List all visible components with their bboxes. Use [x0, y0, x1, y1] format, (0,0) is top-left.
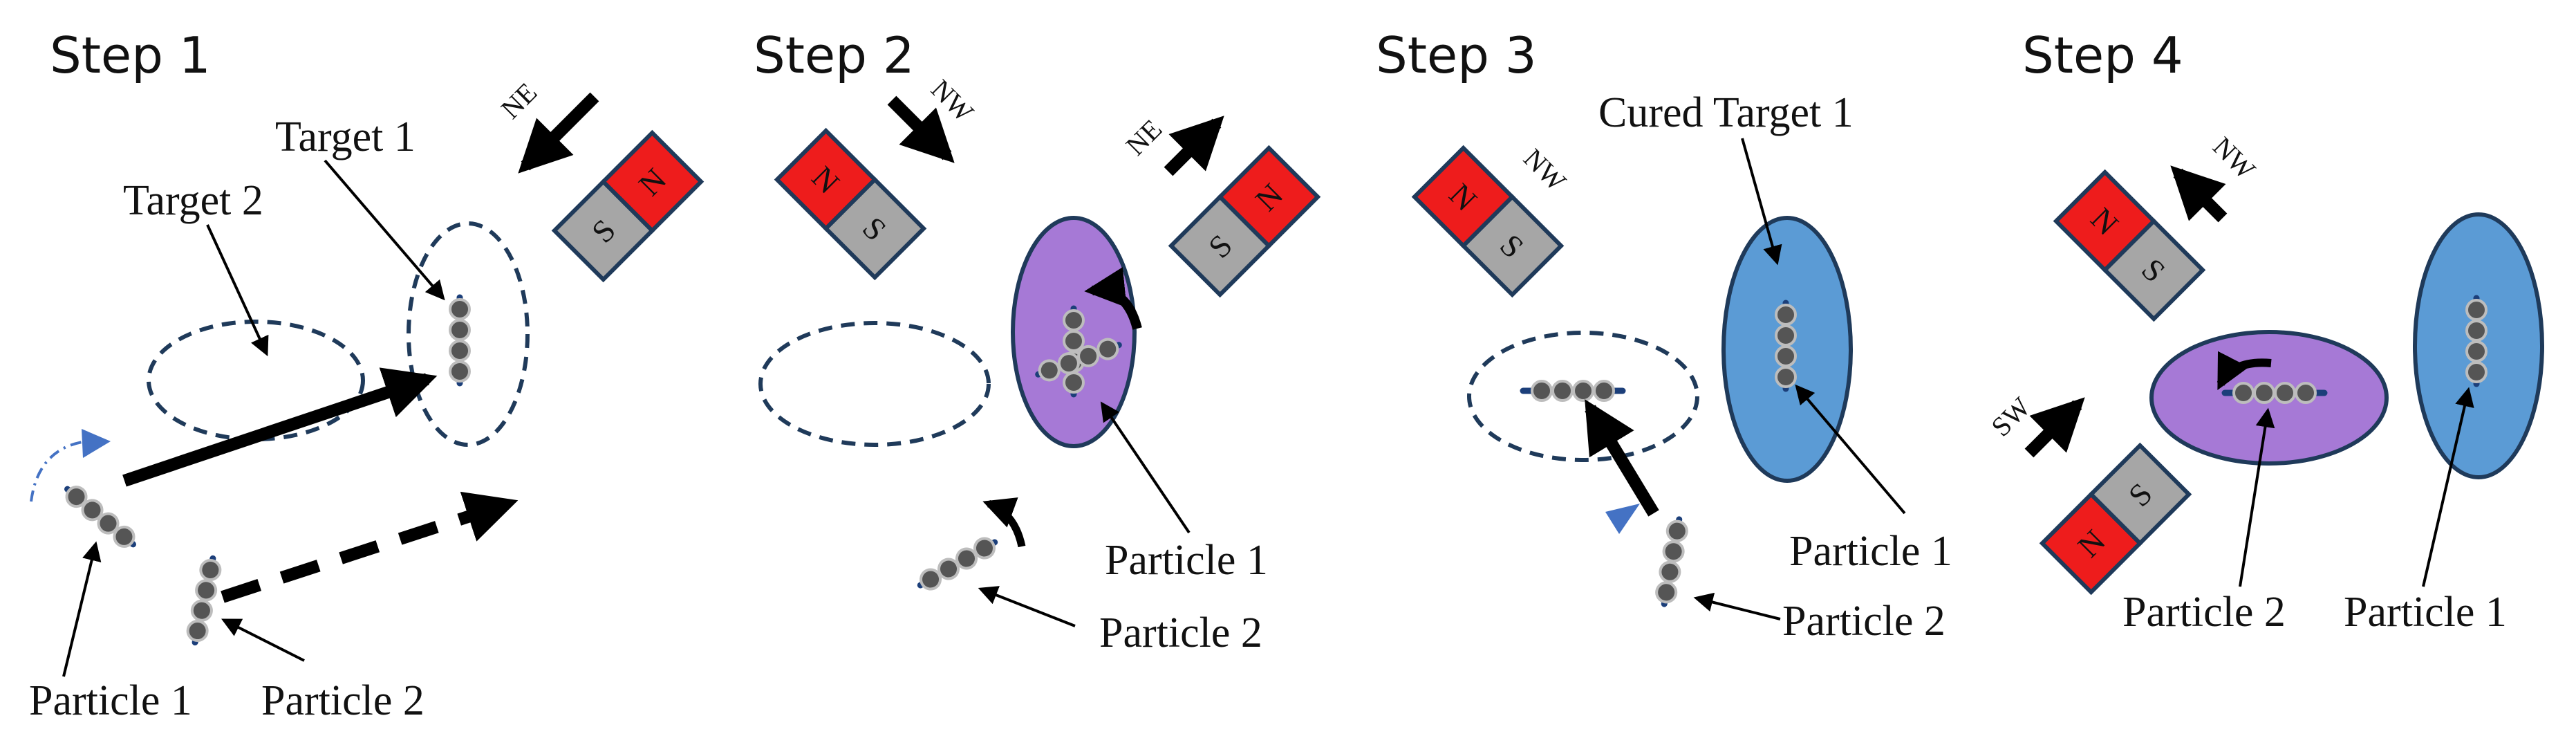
particle-2-label: Particle 2 [1099, 609, 1262, 656]
south-pole [1460, 194, 1565, 298]
target-2-outline [147, 320, 365, 441]
target-1-label: Target 1 [275, 113, 416, 160]
particle-2-motion-arrow [1585, 399, 1659, 517]
particle-2-pointer [221, 618, 305, 662]
south-pole [2102, 218, 2206, 322]
step-1-heading: Step 1 [50, 26, 211, 84]
rotation-hint-arrow [30, 440, 87, 502]
particle-2-rotation-arrow [982, 497, 1026, 548]
particle-1-label: Particle 1 [2344, 589, 2507, 636]
particle-2-pointer [978, 586, 1076, 627]
field-direction-label: SW [1985, 391, 2036, 442]
north-pole [1217, 145, 1321, 249]
field-direction-label: NW [925, 73, 980, 128]
particle-2-label: Particle 2 [261, 677, 424, 724]
field-direction-arrow [1164, 116, 1224, 176]
target-2-outline [1467, 331, 1699, 462]
field-direction-label: NE [495, 77, 543, 125]
field-direction-arrow [887, 95, 955, 163]
rotation-hint-arrowhead [82, 429, 111, 458]
particle-2-pointer [1693, 592, 1781, 620]
particle-2-rotation-arrow [2216, 351, 2272, 390]
particle-2-start [1655, 516, 1688, 607]
particle-1-pointer [1100, 401, 1191, 534]
cured-target-1-pointer [1741, 138, 1782, 266]
step-4-heading: Step 4 [2022, 26, 2183, 84]
particle-2-label: Particle 2 [1782, 598, 1945, 645]
south-pole [823, 176, 927, 281]
particle-2-in-target-2 [1520, 380, 1626, 402]
particle-1-label: Particle 1 [1789, 528, 1952, 575]
target-1-pointer [324, 159, 445, 301]
target-2-pointer [206, 224, 269, 357]
particle-2-label: Particle 2 [2122, 589, 2286, 636]
particle-1 [64, 486, 136, 548]
field-direction-arrow [2170, 165, 2228, 223]
step-1-panel: Step 1 S [29, 26, 704, 724]
target-2-label: Target 2 [123, 177, 263, 224]
field-direction-label: NW [2207, 131, 2261, 185]
magnet-step-2-b: S N [1168, 145, 1321, 298]
particle-2-pointer [2239, 407, 2275, 587]
particle-1-pointer [2422, 387, 2474, 587]
cured-target-1-label: Cured Target 1 [1598, 89, 1854, 136]
particle-2-motion-arrow [221, 491, 519, 603]
particle-1-label: Particle 1 [29, 677, 192, 724]
magnet-step-4-a: N S [2053, 169, 2206, 322]
particle-1-fixed [2465, 295, 2488, 387]
particle-1 [1035, 338, 1122, 382]
particle-1-pointer [1795, 384, 1906, 515]
step-3-heading: Step 3 [1376, 26, 1537, 84]
particle-in-target-1 [449, 294, 471, 387]
particle-1-label: Particle 1 [1105, 537, 1268, 584]
particle-1-pointer [62, 541, 102, 677]
step-2-heading: Step 2 [754, 26, 915, 84]
field-direction-label: NW [1518, 142, 1572, 197]
target-1-outline [407, 221, 530, 447]
north-pole [600, 129, 704, 234]
particle-1-fixed [1775, 300, 1797, 392]
step-2-panel: Step 2 N S NW [754, 26, 1321, 656]
field-direction-label: NE [1120, 113, 1168, 162]
field-direction-arrow [2024, 397, 2085, 458]
particle-1-motion-arrow [122, 367, 438, 487]
step-4-panel: Step 4 N S NW N S S [1985, 26, 2544, 636]
magnet-step-1: S N [551, 129, 704, 283]
magnet-step-4-b: N S [2039, 442, 2192, 596]
target-2-outline [758, 321, 991, 447]
magnet-step-3: N S [1411, 145, 1565, 298]
particle-1-rotation-arrow [1084, 267, 1142, 330]
south-pole [2088, 442, 2192, 546]
magnet-step-2-a: N S [774, 127, 927, 281]
rotation-hint-arrowhead [1605, 504, 1640, 534]
particle-2 [2221, 382, 2328, 404]
particle-2 [186, 555, 222, 646]
field-direction-arrow [518, 92, 599, 174]
step-3-panel: Step 3 N S NW Cured Target 1 [1376, 26, 1952, 645]
particle-2 [917, 537, 998, 591]
